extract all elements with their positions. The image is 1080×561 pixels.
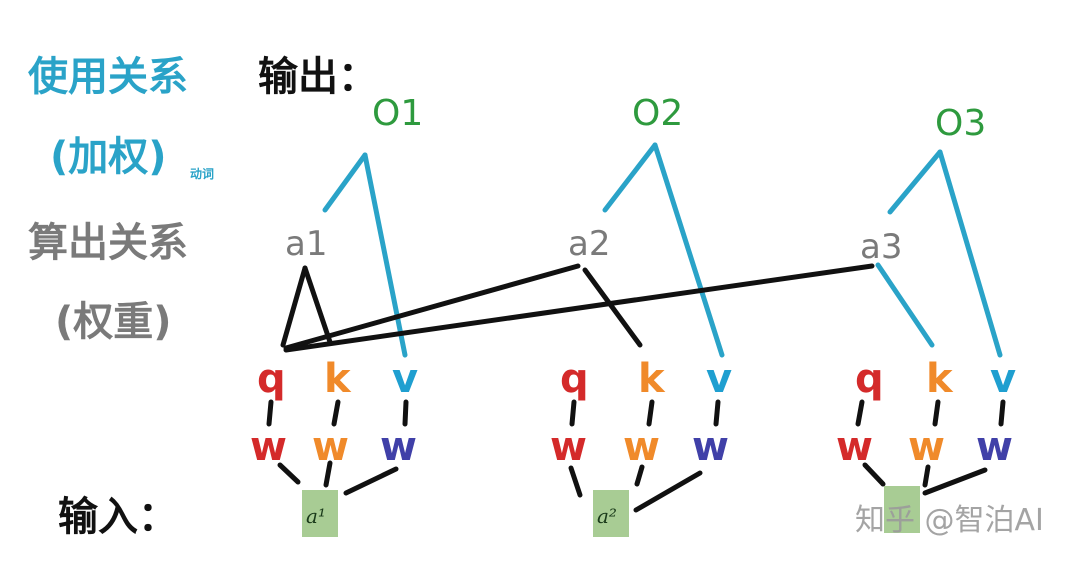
score-a1: a1 (285, 224, 327, 264)
wk-label: w (312, 424, 349, 470)
wv-label: w (976, 424, 1013, 470)
input-label: 输入： (58, 494, 178, 540)
inputs: a¹ a² (302, 486, 920, 537)
verb-note: 动词 (190, 167, 214, 181)
v-label: v (392, 356, 418, 402)
input-box-2 (593, 490, 629, 537)
vector-group-2: q k v w w w (550, 356, 732, 470)
wv-label: w (692, 424, 729, 470)
wq-label: w (550, 424, 587, 470)
k-label: k (926, 356, 954, 402)
weighted-sum-lines (322, 142, 1003, 358)
v-label: v (990, 356, 1016, 402)
wk-label: w (908, 424, 945, 470)
q-label: q (560, 356, 589, 402)
k-label: k (638, 356, 666, 402)
input-box-3 (884, 486, 920, 533)
input-a1: a¹ (306, 504, 326, 528)
q-label: q (855, 356, 884, 402)
wk-label: w (623, 424, 660, 470)
weighting-label: (加权) (50, 134, 167, 180)
wv-label: w (380, 424, 417, 470)
score-a2: a2 (568, 224, 610, 264)
wq-label: w (836, 424, 873, 470)
watermark: 知乎 @智泊AI (855, 503, 1044, 538)
score-a3: a3 (860, 227, 902, 267)
scores: a1 a2 a3 (285, 224, 902, 267)
output-o3: O3 (935, 103, 986, 144)
output-label: 输出： (258, 54, 378, 100)
k-label: k (324, 356, 352, 402)
output-o2: O2 (632, 93, 683, 134)
vector-group-3: q k v w w w (836, 356, 1016, 470)
input-box-1 (302, 490, 338, 537)
v-label: v (706, 356, 732, 402)
q-label: q (257, 356, 286, 402)
input-a2: a² (597, 504, 617, 528)
output-o1: O1 (372, 93, 423, 134)
weights-label: (权重) (55, 299, 172, 345)
score-lines (266, 263, 1006, 513)
vector-group-1: q k v w w w (250, 356, 418, 470)
use-relation-label: 使用关系 (28, 54, 188, 100)
outputs: O1 O2 O3 (372, 93, 986, 144)
wq-label: w (250, 424, 287, 470)
compute-relation-label: 算出关系 (28, 220, 188, 266)
